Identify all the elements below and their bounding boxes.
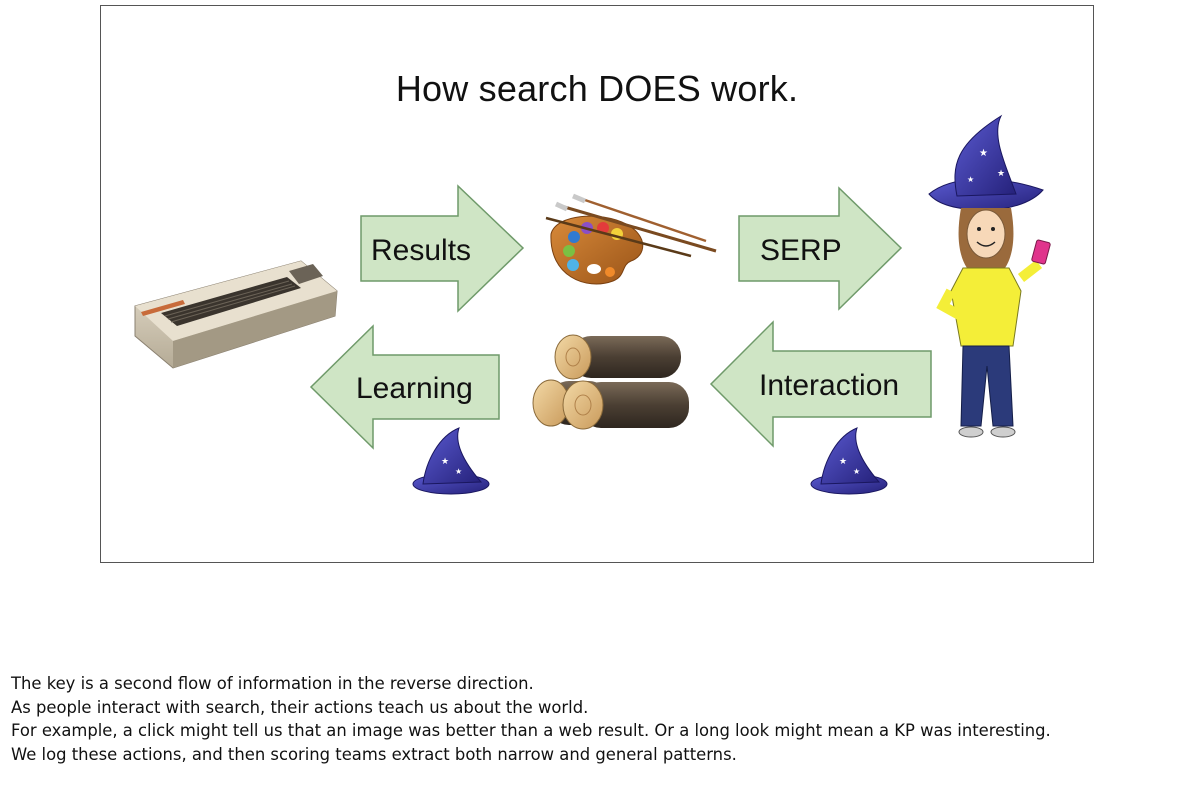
wizard-hat-icon: ★ ★: [412, 427, 490, 495]
learning-arrow: Learning: [309, 324, 500, 450]
serp-label: SERP: [760, 234, 842, 267]
svg-text:★: ★: [839, 457, 847, 467]
notes-line: For example, a click might tell us that …: [11, 721, 1051, 741]
learning-label: Learning: [356, 372, 473, 405]
notes-line: The key is a second flow of information …: [11, 674, 534, 693]
svg-text:★: ★: [853, 467, 860, 476]
interaction-arrow: Interaction: [709, 320, 932, 448]
svg-text:★: ★: [979, 148, 988, 159]
slide-title: How search DOES work.: [395, 68, 799, 109]
svg-text:★: ★: [455, 467, 462, 476]
wood-logs-icon: [532, 334, 689, 430]
svg-text:★: ★: [441, 457, 449, 467]
interaction-label: Interaction: [759, 369, 899, 402]
results-label: Results: [371, 234, 471, 267]
results-arrow: Results: [360, 184, 525, 313]
serp-arrow: SERP: [738, 186, 903, 311]
svg-text:★: ★: [997, 169, 1005, 179]
notes-line: We log these actions, and then scoring t…: [11, 744, 737, 764]
slide-frame: How search DOES work.: [100, 5, 1094, 563]
keyboard-computer-icon: [134, 260, 338, 369]
notes-line: As people interact with search, their ac…: [11, 697, 589, 717]
diagram-canvas: Results SERP Learning Interaction: [134, 114, 1051, 495]
svg-text:★: ★: [967, 175, 974, 184]
speaker-notes: The key is a second flow of information …: [11, 672, 1176, 766]
wizard-hat-icon: ★ ★: [810, 427, 888, 495]
wizard-girl-icon: ★ ★ ★: [928, 114, 1051, 438]
paint-palette-icon: [545, 193, 717, 285]
